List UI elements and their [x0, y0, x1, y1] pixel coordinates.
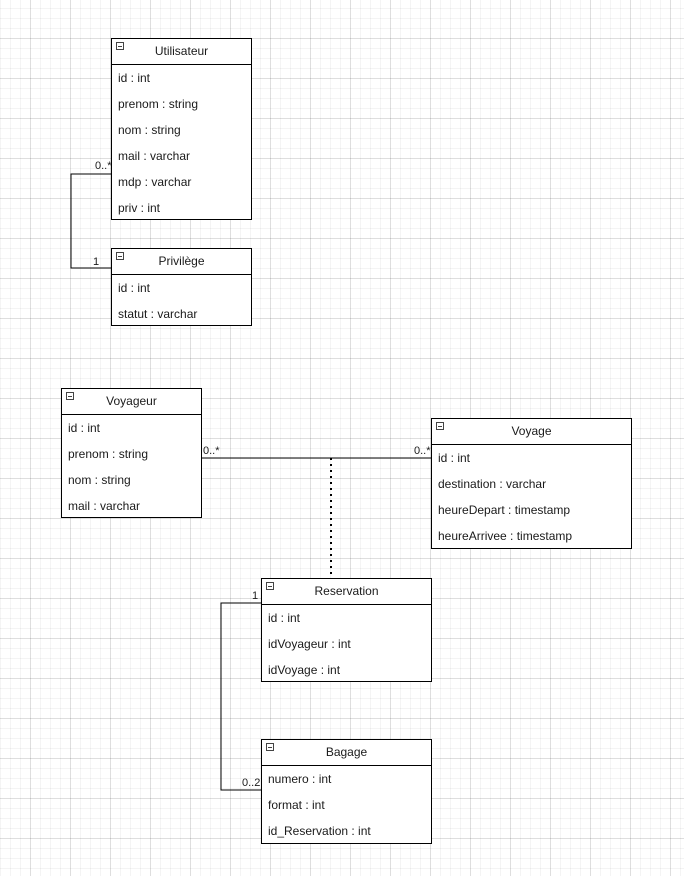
collapse-icon[interactable] [116, 252, 124, 260]
attribute[interactable]: nom : string [68, 473, 131, 487]
attribute[interactable]: id : int [118, 71, 151, 85]
multiplicity-utilisateur-end: 0..* [95, 160, 112, 172]
attribute[interactable]: destination : varchar [438, 477, 547, 491]
attribute[interactable]: heureArrivee : timestamp [438, 529, 573, 543]
attribute[interactable]: id : int [68, 421, 101, 435]
attribute[interactable]: mail : varchar [68, 499, 141, 513]
class-voyage[interactable]: Voyage id : int destination : varchar he… [431, 418, 632, 549]
reservation-bagage-association [220, 602, 261, 791]
collapse-icon[interactable] [116, 42, 124, 50]
attribute[interactable]: id : int [438, 451, 471, 465]
attribute[interactable]: priv : int [118, 201, 161, 215]
class-name: Voyage [511, 424, 552, 438]
attribute[interactable]: id : int [118, 281, 151, 295]
attribute[interactable]: format : int [268, 798, 325, 812]
attribute[interactable]: nom : string [118, 123, 181, 137]
multiplicity-reservation-end: 1 [252, 590, 259, 602]
class-header[interactable]: Reservation [262, 579, 431, 605]
multiplicity-privilege-end: 1 [93, 256, 100, 268]
attribute[interactable]: id : int [268, 611, 301, 625]
attribute[interactable]: mail : varchar [118, 149, 191, 163]
class-utilisateur[interactable]: Utilisateur id : int prenom : string nom… [111, 38, 252, 220]
attribute[interactable]: numero : int [268, 772, 332, 786]
class-bagage[interactable]: Bagage numero : int format : int id_Rese… [261, 739, 432, 844]
class-name: Bagage [325, 745, 368, 759]
class-name: Utilisateur [154, 44, 209, 58]
collapse-icon[interactable] [266, 743, 274, 751]
multiplicity-voyageur-end: 0..* [203, 445, 220, 457]
class-name: Privilège [158, 254, 205, 268]
class-voyageur[interactable]: Voyageur id : int prenom : string nom : … [61, 388, 202, 518]
class-header[interactable]: Bagage [262, 740, 431, 766]
class-header[interactable]: Voyage [432, 419, 631, 445]
attribute[interactable]: statut : varchar [118, 307, 198, 321]
collapse-icon[interactable] [436, 422, 444, 430]
attribute[interactable]: prenom : string [118, 97, 199, 111]
attribute[interactable]: id_Reservation : int [268, 824, 371, 838]
class-name: Voyageur [106, 394, 157, 408]
attribute[interactable]: heureDepart : timestamp [438, 503, 571, 517]
attribute[interactable]: idVoyageur : int [268, 637, 351, 651]
attribute[interactable]: prenom : string [68, 447, 149, 461]
class-reservation[interactable]: Reservation id : int idVoyageur : int id… [261, 578, 432, 682]
multiplicity-bagage-end: 0..2 [242, 777, 261, 789]
attribute[interactable]: mdp : varchar [118, 175, 192, 189]
collapse-icon[interactable] [66, 392, 74, 400]
class-privilege[interactable]: Privilège id : int statut : varchar [111, 248, 252, 326]
class-header[interactable]: Utilisateur [112, 39, 251, 65]
class-name: Reservation [314, 584, 379, 598]
class-header[interactable]: Privilège [112, 249, 251, 275]
collapse-icon[interactable] [266, 582, 274, 590]
multiplicity-voyage-end: 0..* [414, 445, 431, 457]
utilisateur-privilege-association [70, 173, 111, 269]
attribute[interactable]: idVoyage : int [268, 663, 341, 677]
class-header[interactable]: Voyageur [62, 389, 201, 415]
